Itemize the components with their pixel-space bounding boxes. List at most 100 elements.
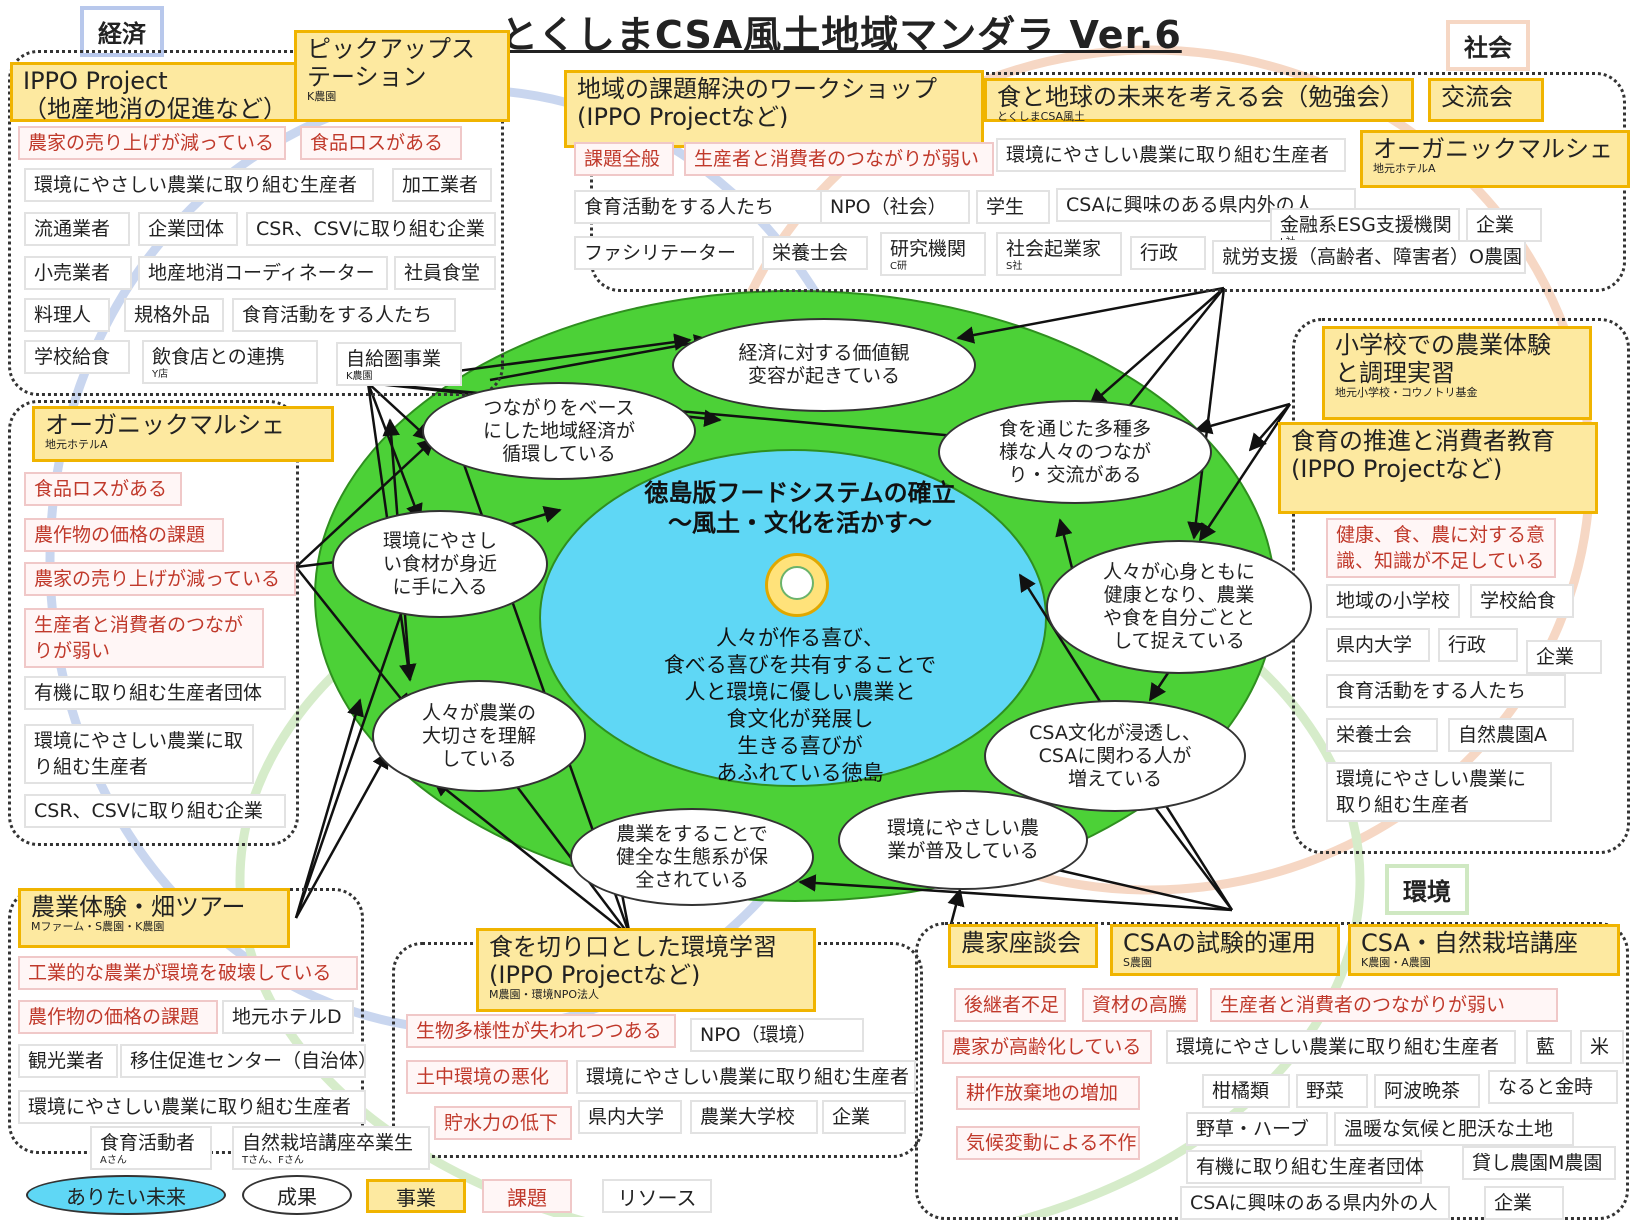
relation-arrow — [947, 888, 965, 929]
resource-box-label: 加工業者 — [402, 174, 479, 196]
resource-box: 地産地消コーディネーター — [138, 256, 388, 290]
resource-box: 学校給食 — [24, 340, 130, 374]
resource-box: 行政 — [1130, 236, 1206, 270]
project-owner: M農園・環境NPO法人 — [489, 988, 600, 1001]
resource-box: NPO（環境） — [690, 1018, 864, 1052]
resource-box-label: 社会起業家 — [1006, 238, 1102, 260]
outcome-oval-6: 人々が農業の 大切さを理解 している — [372, 680, 586, 792]
issue-box: 貯水力の低下 — [434, 1106, 572, 1140]
resource-box-label: 環境にやさしい農業に取り組む生産者 — [34, 174, 358, 196]
resource-box: 環境にやさしい農業に取り組む生産者 — [24, 724, 254, 784]
issue-box-label: 生産者と消費者のつながりが弱い — [694, 148, 980, 170]
resource-box: 学生 — [976, 190, 1050, 224]
group-left — [8, 400, 299, 846]
project-exchange: 交流会 — [1428, 78, 1544, 122]
resource-box-label: 有機に取り組む生産者団体 — [34, 682, 263, 704]
resource-box-label: 環境にやさしい農業に取り組む生産者 — [586, 1066, 910, 1088]
resource-box-label: 環境にやさしい農業に取り組む生産者 — [1336, 768, 1527, 816]
resource-box: 県内大学 — [1326, 628, 1430, 662]
resource-box-label: 地産地消コーディネーター — [148, 262, 375, 284]
resource-box-label: CSR、CSVに取り組む企業 — [34, 800, 263, 822]
relation-arrow — [1187, 287, 1226, 540]
issue-box-label: 後継者不足 — [964, 994, 1060, 1016]
resource-box-label: 地域の小学校 — [1336, 590, 1451, 612]
relation-arrow — [432, 778, 631, 937]
category-society: 社会 — [1446, 20, 1530, 71]
project-marche_r: オーガニックマルシェ地元ホテルA — [1360, 130, 1630, 188]
resource-box-owner: C研 — [890, 261, 907, 272]
resource-box: 貸し農園M農園 — [1462, 1146, 1616, 1180]
resource-box-label: ファシリテーター — [584, 242, 737, 264]
issue-box: 農作物の価格の課題 — [18, 1000, 218, 1034]
outcome-oval-7: CSA文化が浸透し、 CSAに関わる人が 増えている — [984, 700, 1246, 812]
resource-box-label: 野草・ハーブ — [1196, 1118, 1309, 1140]
resource-box: 有機に取り組む生産者団体 — [24, 676, 286, 710]
resource-box: 自然農園A — [1448, 718, 1574, 752]
resource-box-owner: K農園 — [346, 371, 373, 382]
project-school: 小学校での農業体験 と調理実習地元小学校・コウノトリ基金 — [1322, 326, 1592, 420]
resource-box: 野菜 — [1296, 1074, 1368, 1108]
project-title: 食育の推進と消費者教育 (IPPO Projectなど) — [1291, 427, 1555, 483]
relation-arrow — [798, 874, 1233, 912]
resource-box: NPO（社会） — [820, 190, 970, 224]
issue-box-label: 課題全般 — [584, 148, 661, 170]
resource-box: 有機に取り組む生産者団体 — [1186, 1150, 1424, 1184]
issue-box: 生物多様性が失われつつある — [406, 1014, 676, 1048]
issue-box-label: 生物多様性が失われつつある — [416, 1020, 662, 1042]
project-marche_l: オーガニックマルシェ地元ホテルA — [32, 406, 334, 462]
relation-arrow — [294, 698, 364, 919]
relation-arrow — [295, 566, 412, 712]
resource-box: 食育活動をする人たち — [232, 298, 456, 332]
resource-box-label: 企業 — [1476, 214, 1515, 236]
issue-box-label: 農家の売り上げが減っている — [28, 132, 275, 154]
page-title: とくしまCSA風土地域マンダラ Ver.6 — [500, 13, 1182, 57]
resource-box-label: 環境にやさしい農業に取り組む生産者 — [34, 730, 244, 778]
resource-box-label: 野菜 — [1306, 1080, 1345, 1102]
resource-box-label: CSAに興味のある県内外の人 — [1066, 194, 1314, 216]
resource-box: なると金時 — [1488, 1070, 1618, 1104]
relation-arrow — [956, 286, 1225, 344]
category-economy: 経済 — [80, 6, 164, 57]
issue-box: 農家が高齢化している — [942, 1030, 1152, 1064]
project-study: 食と地球の未来を考える会（勉強会）とくしまCSA風土 — [984, 78, 1414, 123]
issue-box-label: 生産者と消費者のつながりが弱い — [1220, 994, 1506, 1016]
resource-box-label: 小売業者 — [34, 262, 111, 284]
resource-box: 栄養士会 — [762, 236, 868, 270]
resource-box: ファシリテーター — [574, 236, 754, 270]
resource-box-owner: Tさん、Fさん — [242, 1155, 304, 1166]
resource-box: CSAに興味のある県内外の人 — [1180, 1186, 1450, 1220]
resource-box: 就労支援（高齢者、障害者）O農園 — [1212, 240, 1526, 274]
resource-box-label: 行政 — [1140, 242, 1179, 264]
resource-box-label: 料理人 — [34, 304, 92, 326]
issue-box: 気候変動による不作 — [956, 1126, 1140, 1160]
issue-box-label: 資材の高騰 — [1092, 994, 1188, 1016]
resource-box: 食育活動をする人たち — [1326, 674, 1566, 708]
project-owner: とくしまCSA風土 — [997, 110, 1086, 123]
project-ippo: IPPO Project （地産地消の促進など） — [10, 62, 310, 123]
project-edu: 食育の推進と消費者教育 (IPPO Projectなど) — [1278, 422, 1598, 514]
issue-box: 資材の高騰 — [1082, 988, 1198, 1022]
center-title: 徳島版フードシステムの確立 ～風土・文化を活かす～ — [644, 479, 956, 537]
resource-box: 料理人 — [24, 298, 110, 332]
project-talk: 農家座談会 — [948, 924, 1098, 968]
issue-box: 生産者と消費者のつながりが弱い — [24, 608, 264, 668]
resource-box-label: 貸し農園M農園 — [1472, 1152, 1603, 1174]
project-owner: K農園・A農園 — [1361, 956, 1431, 969]
resource-box-label: 県内大学 — [1336, 634, 1413, 656]
resource-box: 小売業者 — [24, 256, 132, 290]
resource-box: 地域の小学校 — [1326, 584, 1460, 618]
resource-box-label: 企業 — [1494, 1192, 1533, 1214]
resource-box: 規格外品 — [124, 298, 224, 332]
project-owner: 地元小学校・コウノトリ基金 — [1335, 386, 1478, 399]
outcome-oval-2: つながりをベース にした地域経済が 循環している — [422, 382, 696, 480]
resource-box-label: 食育活動をする人たち — [1336, 680, 1527, 702]
resource-box-label: 学生 — [986, 196, 1025, 218]
resource-box: 野草・ハーブ — [1186, 1112, 1328, 1146]
resource-box-label: 移住促進センター（自治体） — [130, 1050, 378, 1072]
project-owner: Mファーム・S農園・K農園 — [31, 920, 165, 933]
issue-box-label: 農作物の価格の課題 — [34, 524, 206, 546]
issue-box-label: 農作物の価格の課題 — [28, 1006, 200, 1028]
resource-box-label: 栄養士会 — [1336, 724, 1413, 746]
